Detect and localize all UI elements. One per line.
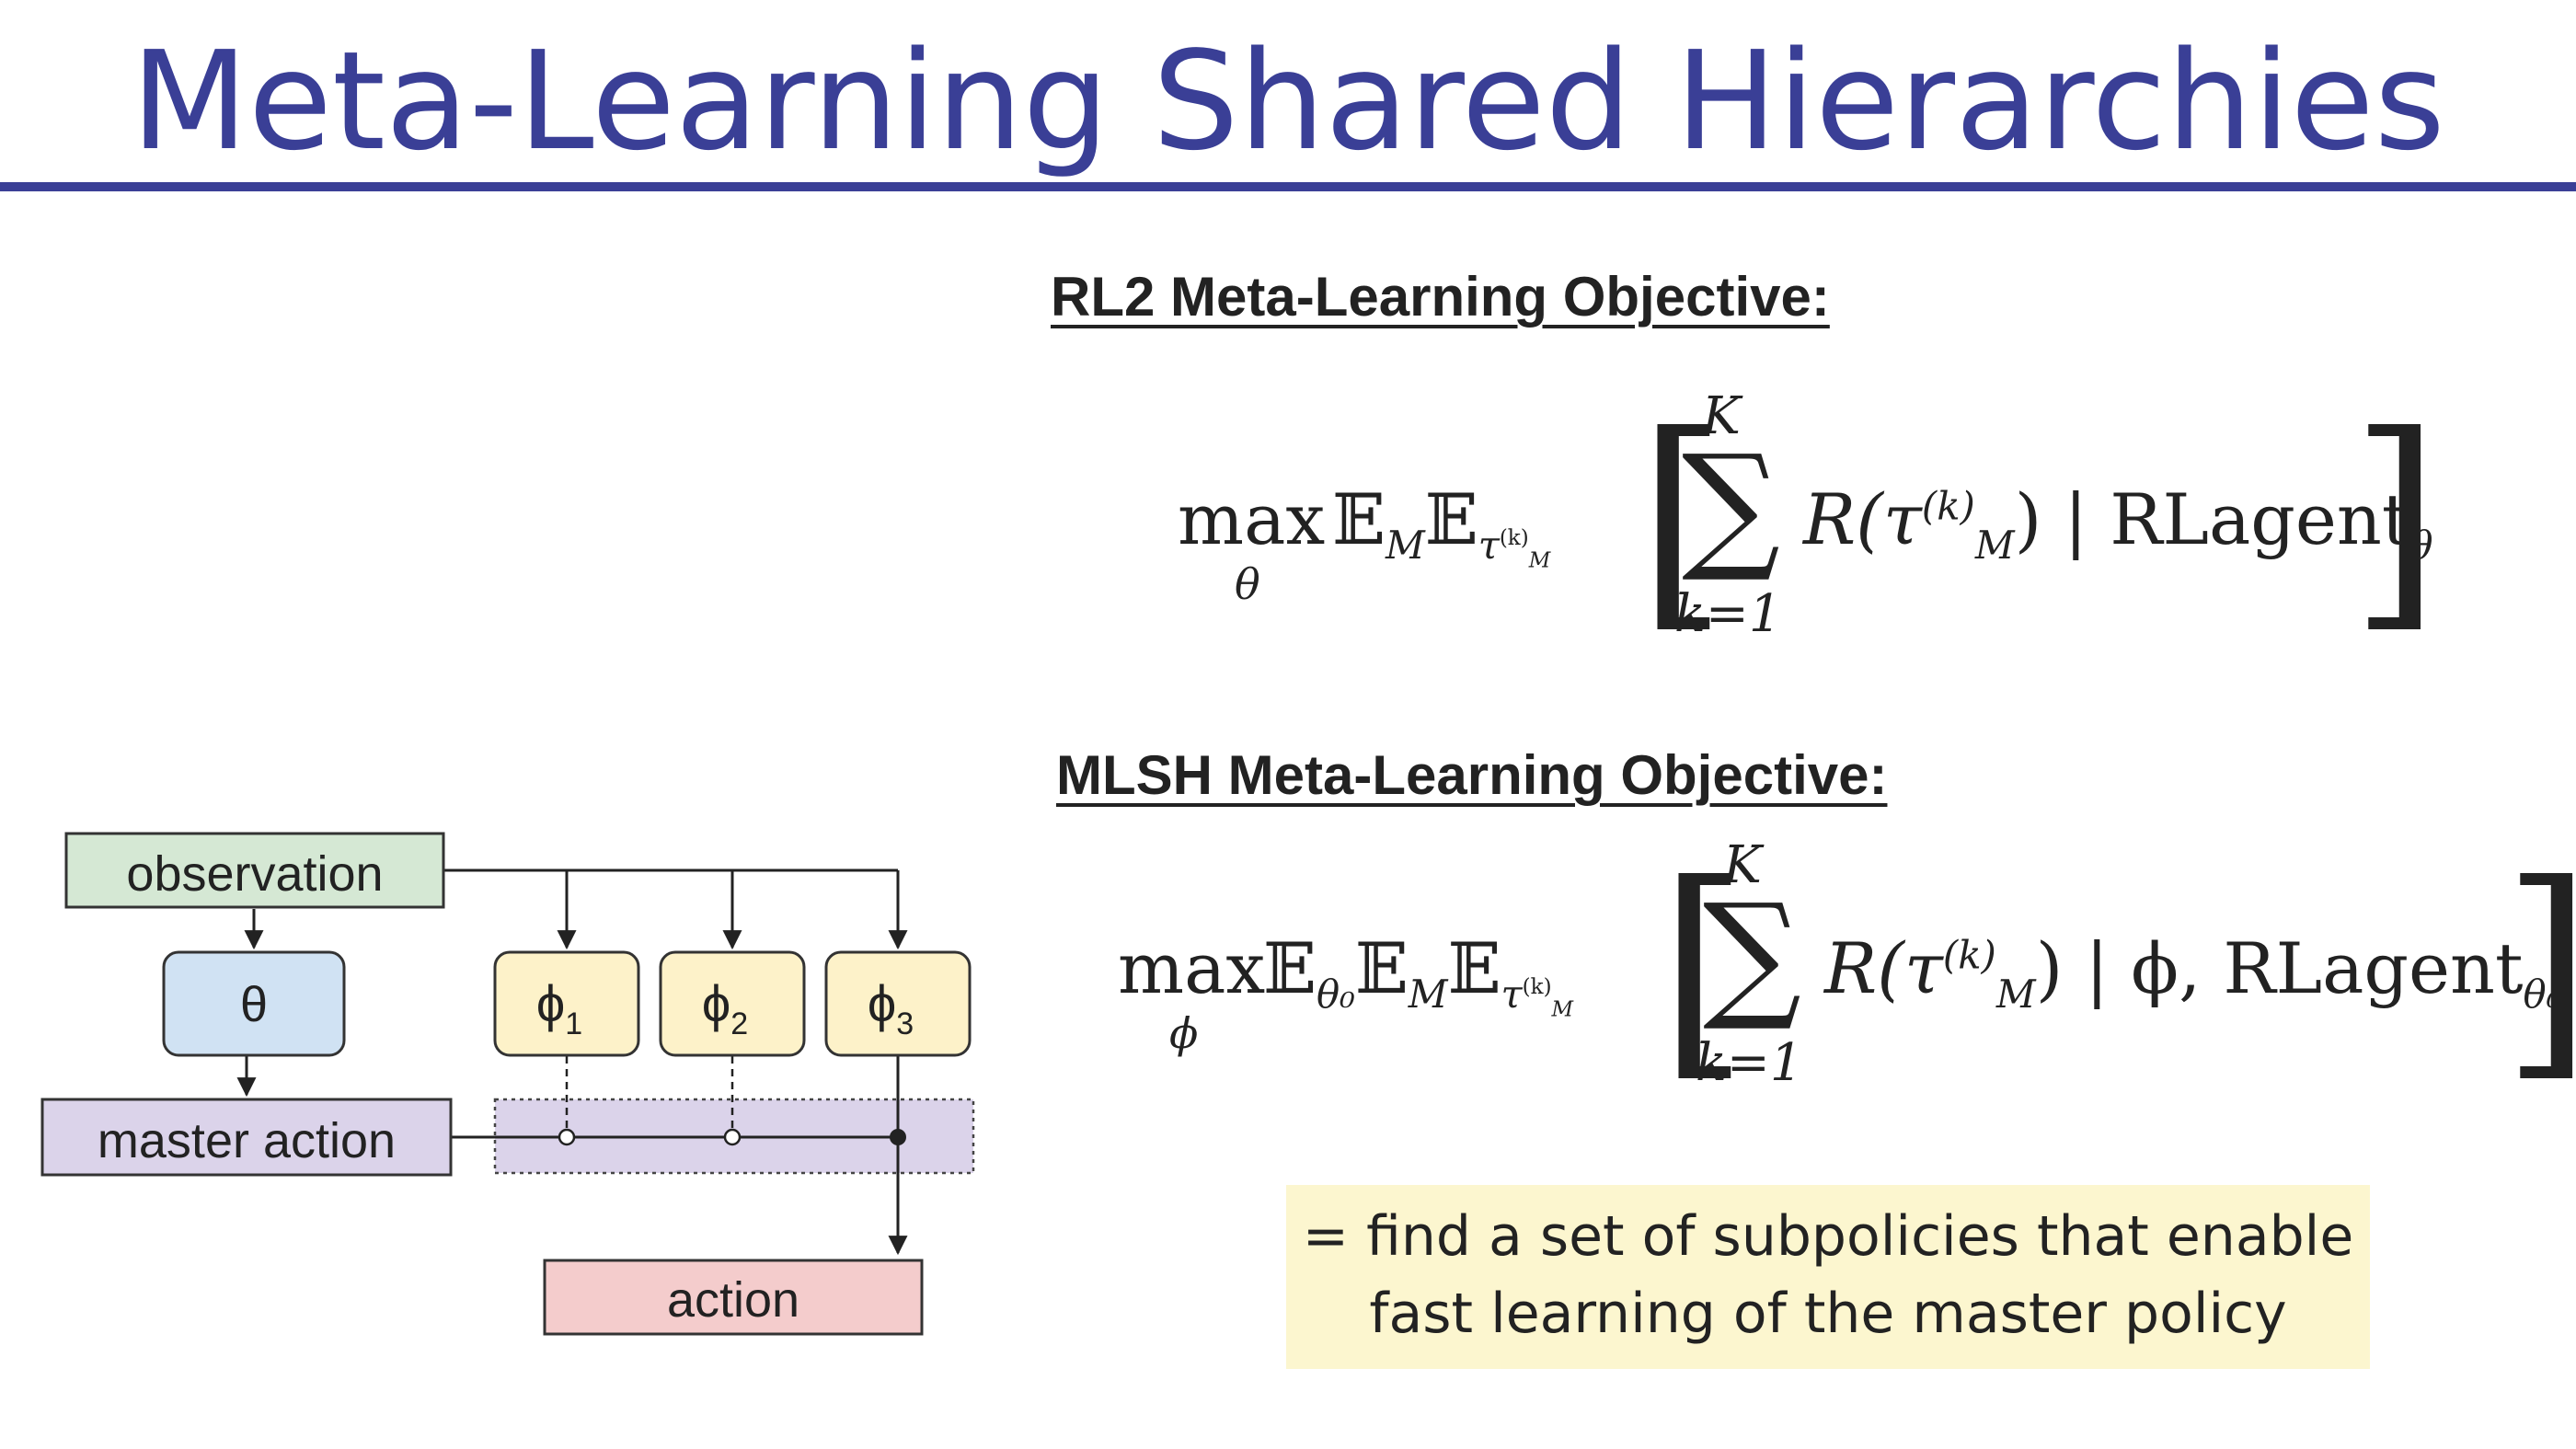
mlsh-sum-lower: k=1 <box>1696 1033 1803 1093</box>
master-action-box <box>40 1098 453 1177</box>
subpolicy-box-1 <box>493 950 640 1057</box>
mlsh-left-bracket: [ <box>1659 834 1749 1102</box>
mlsh-reward-sup: (k) <box>1942 932 1996 978</box>
mlsh-tau-sub: M <box>1551 997 1574 1022</box>
rl2-reward-sub: M <box>1974 523 2015 569</box>
observation-label: observation <box>126 846 383 902</box>
subpolicy-box-2 <box>659 950 806 1057</box>
subpolicy-label-3: ϕ3 <box>868 974 914 1041</box>
theta-box <box>162 950 346 1057</box>
mlsh-m-sub: M <box>1408 972 1448 1018</box>
mlsh-heading: MLSH Meta-Learning Objective: <box>1056 744 1888 806</box>
mlsh-sum-upper: K <box>1723 835 1762 895</box>
rl2-equation: max θ 𝔼M𝔼τ(k)M [ K ∑ k=1 R(τ(k)M) | RLag… <box>1178 385 2466 653</box>
mlsh-given: | ϕ, RLagent <box>2085 927 2524 1009</box>
rl2-expectation-tau: 𝔼 <box>1424 478 1478 560</box>
rl2-max: max <box>1178 478 1326 560</box>
mlsh-tau-sup: (k) <box>1522 975 1552 1000</box>
rl2-sum-lower: k=1 <box>1674 584 1782 644</box>
mlsh-expectation-tau: 𝔼 <box>1447 927 1501 1009</box>
mlsh-expectation-m: 𝔼 <box>1354 927 1409 1009</box>
rl2-heading: RL2 Meta-Learning Objective: <box>1051 266 1830 328</box>
mlsh-right-bracket: ] <box>2502 854 2576 1084</box>
rl2-sum-upper: K <box>1702 386 1741 446</box>
mlsh-expectation-theta: 𝔼 <box>1263 927 1317 1009</box>
summary-line-2: fast learning of the master policy <box>1369 1282 2287 1346</box>
rl2-m-sub: M <box>1385 523 1425 569</box>
subpolicy-box-3 <box>824 950 972 1057</box>
rl2-given: | RLagent <box>2064 478 2410 560</box>
rl2-agent-sub: θ <box>2409 523 2433 569</box>
mlsh-reward-close: ) <box>2035 927 2064 1009</box>
theta-label: θ <box>240 977 268 1032</box>
title-underline <box>0 182 2576 191</box>
action-box <box>543 1259 924 1336</box>
switch-node-1 <box>558 1128 576 1146</box>
sigma-icon: ∑ <box>1703 875 1802 1035</box>
rl2-tau-sub: M <box>1528 548 1551 573</box>
summary-note: = find a set of subpolicies that enable … <box>1286 1185 2370 1369</box>
rl2-tau: τ <box>1478 523 1500 569</box>
observation-box <box>64 832 445 909</box>
summary-line-1: = find a set of subpolicies that enable <box>1302 1204 2354 1269</box>
mlsh-theta-sub: θ₀ <box>1316 972 1355 1018</box>
switch-node-2 <box>723 1128 742 1146</box>
sigma-icon: ∑ <box>1682 426 1781 586</box>
rl2-left-bracket: [ <box>1638 385 1728 653</box>
rl2-right-bracket: ] <box>2351 385 2441 653</box>
mlsh-max: max <box>1118 927 1266 1009</box>
action-label: action <box>667 1272 799 1328</box>
subpolicy-label-1: ϕ1 <box>536 974 582 1041</box>
switch-node-3-active <box>890 1129 906 1145</box>
rl2-expectation-m: 𝔼 <box>1332 478 1386 560</box>
rl2-reward: R(τ <box>1803 478 1922 560</box>
rl2-max-sub: θ <box>1235 559 1260 609</box>
master-action-label: master action <box>98 1113 396 1168</box>
slide-title: Meta-Learning Shared Hierarchies <box>131 22 2445 180</box>
mlsh-agent-sub: θ₀ <box>2523 972 2562 1018</box>
rl2-reward-sup: (k) <box>1921 483 1975 529</box>
rl2-reward-close: ) <box>2014 478 2042 560</box>
mlsh-equation: max ϕ 𝔼θ₀𝔼M𝔼τ(k)M [ K ∑ k=1 R(τ(k)M) | ϕ… <box>1118 834 2576 1102</box>
mlsh-architecture-diagram: observation θ ϕ1 ϕ2 ϕ3 master action act… <box>40 832 975 1336</box>
rl2-tau-sup: (k) <box>1499 526 1529 551</box>
mlsh-reward-sub: M <box>1995 972 2036 1018</box>
mlsh-tau: τ <box>1501 972 1523 1018</box>
mlsh-reward: R(τ <box>1824 927 1943 1009</box>
subpolicy-label-2: ϕ2 <box>702 974 748 1041</box>
mlsh-max-sub: ϕ <box>1169 1008 1199 1058</box>
